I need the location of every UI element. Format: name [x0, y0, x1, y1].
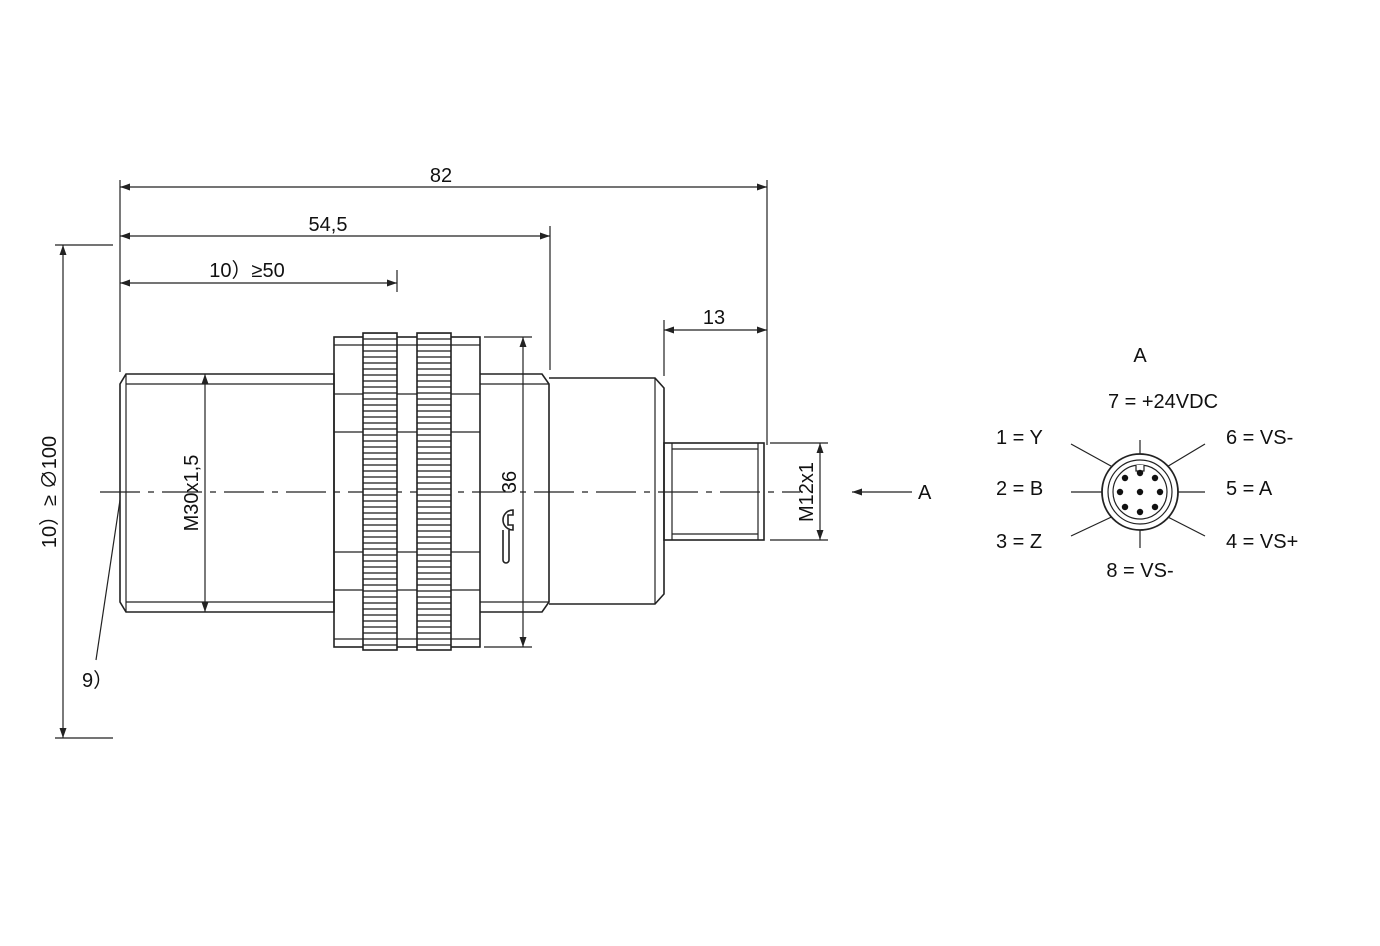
pin-3-label: 3 = Z: [996, 531, 1042, 553]
dim-clearance-front: 10）≥50: [209, 259, 284, 282]
lock-nut-assembly: [333, 332, 481, 651]
pin-1-label: 1 = Y: [996, 427, 1043, 449]
note-9: 9）: [82, 669, 113, 692]
dim-overall-length: 82: [430, 165, 452, 187]
body-rear-thread: [480, 373, 550, 613]
dim-connector-length: 13: [703, 307, 725, 329]
dimension-lines: [55, 180, 912, 739]
pinout-view: A 7 = +24VDC 1 = Y 6 = VS: [996, 345, 1298, 582]
pin-5-label: 5 = A: [1226, 478, 1273, 500]
pin-7-label: 7 = +24VDC: [1108, 391, 1218, 413]
threaded-barrel: [119, 373, 335, 613]
knurled-nut-right: [416, 332, 452, 651]
knurled-nut-left: [362, 332, 398, 651]
dim-connector-thread: M12x1: [796, 462, 818, 522]
dim-clearance-diameter: 10）≥ ∅100: [38, 436, 61, 548]
wrench-icon: [502, 509, 514, 564]
pin-dots: [1116, 469, 1164, 516]
pin-6-label: 6 = VS-: [1226, 427, 1293, 449]
pin-8-label: 8 = VS-: [1106, 560, 1173, 582]
dim-wrench-size: 36: [499, 471, 521, 493]
view-arrow-label: A: [918, 482, 932, 504]
dim-body-length: 54,5: [309, 214, 348, 236]
connector-face-ring: [1107, 459, 1173, 525]
housing: [549, 377, 665, 605]
m12-connector: [663, 442, 765, 541]
dim-thread-main: M30x1,5: [181, 455, 203, 532]
pin-2-label: 2 = B: [996, 478, 1043, 500]
pin-4-label: 4 = VS+: [1226, 531, 1298, 553]
pinout-title: A: [1133, 345, 1147, 367]
